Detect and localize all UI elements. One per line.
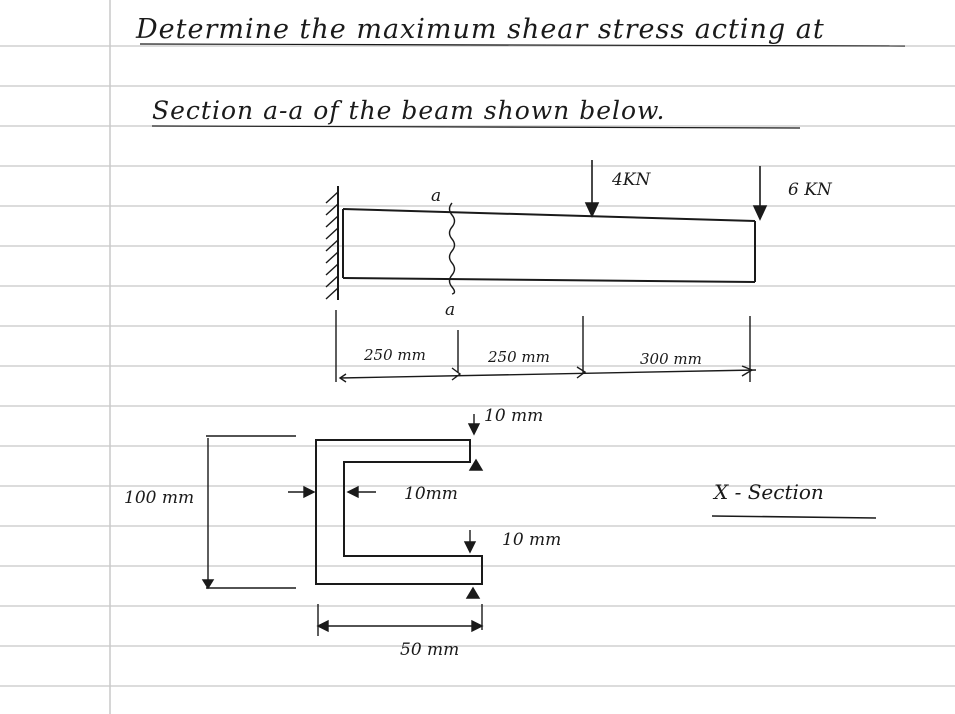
- section-dimensions: [201, 414, 484, 636]
- title-underline-1: [139, 43, 906, 47]
- cantilever-beam: [325, 186, 756, 300]
- bottom-flange-thickness-label: 10 mm: [502, 530, 562, 550]
- channel-cross-section: [315, 439, 483, 585]
- beam-top-edge: [342, 208, 756, 222]
- span-label-2: 250 mm: [488, 348, 550, 366]
- web-thickness-label: 10mm: [404, 484, 458, 504]
- cross-section-caption: X - Section: [714, 480, 824, 504]
- support-hatching: [325, 191, 339, 300]
- title-underline-2: [151, 125, 801, 129]
- span-label-3: 300 mm: [640, 350, 702, 368]
- beam-bottom-edge: [342, 277, 756, 283]
- load-label-6kn: 6 KN: [788, 180, 832, 200]
- ruled-lines: [0, 45, 955, 687]
- problem-statement-line-1: Determine the maximum shear stress actin…: [136, 14, 825, 45]
- height-label: 100 mm: [124, 488, 195, 508]
- width-label: 50 mm: [400, 640, 460, 660]
- arrowhead-4kn: [584, 202, 600, 218]
- section-label-top: a: [431, 186, 442, 206]
- section-label-bottom: a: [445, 300, 456, 320]
- span-dimensions: [335, 310, 757, 383]
- top-flange-thickness-label: 10 mm: [484, 406, 544, 426]
- load-label-4kn: 4KN: [612, 170, 651, 190]
- span-label-1: 250 mm: [364, 346, 426, 364]
- problem-statement-line-2: Section a-a of the beam shown below.: [152, 96, 666, 125]
- section-cut-line: [448, 202, 456, 295]
- arrowhead-6kn: [752, 205, 768, 221]
- caption-underline: [711, 515, 877, 519]
